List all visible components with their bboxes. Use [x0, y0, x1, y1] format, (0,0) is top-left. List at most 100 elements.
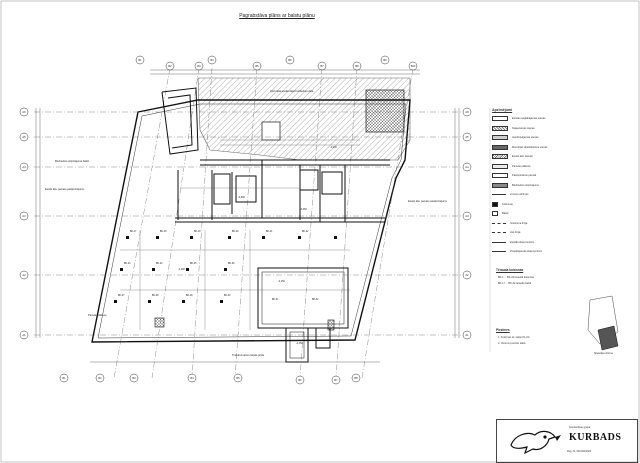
column-grid	[113, 67, 414, 379]
grid-label-bottom: B7	[334, 378, 338, 382]
room-tag: BK-22	[302, 231, 309, 233]
grid-label-right: A5	[465, 135, 469, 139]
grid-label-left: A3	[22, 214, 26, 218]
grid-label-bottom: B2	[98, 376, 102, 380]
legend-item: Ass līnija	[492, 228, 632, 238]
level-mark: -3,800	[238, 196, 245, 199]
room-tag: BK-24	[156, 263, 163, 265]
grid-bubbles-right	[462, 107, 472, 340]
title-block: būvniecības grupa KURBADS Reģ. Nr. 40103…	[496, 419, 638, 463]
level-mark: -3,150	[278, 280, 285, 283]
existing-light-well	[261, 121, 281, 141]
grid-label-bottom: B8	[354, 376, 358, 380]
legend-item: Pamatu plāksne	[492, 162, 632, 172]
grid-label-top: B2	[168, 64, 172, 68]
grid-bubbles-top	[135, 55, 418, 71]
note-left-middle: Esošo ēku pamatu pastiprinājums	[45, 187, 85, 191]
grid-bubbles-bottom	[59, 373, 361, 385]
grid-label-bottom: B1	[62, 376, 66, 380]
legend-item: Līmeņu atzīmes	[492, 190, 632, 200]
dimension-lines	[35, 69, 460, 363]
lower-rooms	[257, 267, 349, 363]
existing-stair-block	[365, 89, 405, 133]
note-right-middle: Esošo ēku pamatu pastiprinājums	[408, 199, 448, 203]
note-top-center: Apzīmētā esošā ēkas būvbedres daļa	[270, 89, 314, 93]
grid-label-bottom: B6	[298, 378, 302, 382]
room-tag: BK-28	[152, 295, 159, 297]
level-mark: -2,900	[330, 146, 337, 149]
columns-note: BK-1 ... BK-16 tērauda kolonnas	[498, 276, 534, 279]
legend-item: Projektējamās ēkas kontūrs	[492, 247, 632, 257]
note-bottom-left: Pamatu plāksne	[88, 313, 107, 317]
grid-label-right: A1	[465, 333, 469, 337]
room-tag: BK-31	[272, 299, 279, 301]
grid-label-left: A4	[22, 165, 26, 169]
legend-item: Jaunbūvējamas sienas	[492, 133, 632, 143]
room-tag: BK-32	[312, 299, 319, 301]
grid-label-top: B1	[138, 58, 142, 62]
level-mark: -4,150	[296, 342, 303, 345]
grid-label-top: B3	[197, 64, 201, 68]
grid-label-top: B4	[210, 58, 214, 62]
legend-item: Esošas saglabājamas sienas	[492, 114, 632, 124]
note-bottom-center: Transformatoru telpas grīda	[232, 353, 264, 357]
company-name: KURBADS	[569, 432, 622, 443]
legend-item: Balsti	[492, 209, 632, 219]
notes-item: 2. Izmērus precizēt dabā	[498, 342, 526, 345]
grid-label-top: B8	[355, 64, 359, 68]
building-outline	[91, 99, 411, 343]
grid-label-right: A6	[465, 110, 469, 114]
row-grid	[34, 111, 468, 336]
grid-label-top: B10	[411, 64, 416, 68]
room-tag: BK-27	[118, 295, 125, 297]
grid-label-bottom: B5	[236, 376, 240, 380]
grid-label-bottom: B4	[190, 376, 194, 380]
grid-label-left: A5	[22, 135, 26, 139]
inset-caption: Situācijas shēma	[594, 352, 613, 355]
legend-item: Nojaucamas sienas	[492, 124, 632, 134]
room-tag: BK-29	[186, 295, 193, 297]
room-tag: BK-18	[160, 231, 167, 233]
columns-note: BK-17 ... BK-32 tērauda balsti	[498, 282, 532, 285]
grid-label-top: B9	[383, 58, 387, 62]
column-markers	[114, 236, 337, 331]
legend-item: Kolonnas	[492, 200, 632, 210]
legend-item: Esošo ēku pamati	[492, 152, 632, 162]
legend-item: Esošās ēkas kontūrs	[492, 238, 632, 248]
grid-label-right: A2	[465, 273, 469, 277]
room-tag: BK-23	[124, 263, 131, 265]
room-tag: BK-20	[232, 231, 239, 233]
room-tag: BK-25	[190, 263, 197, 265]
room-tag: BK-17	[130, 231, 137, 233]
grid-label-bottom: B3	[132, 376, 136, 380]
company-registration: Reģ. Nr. 40103222323	[567, 450, 592, 453]
level-mark: -3,350	[300, 208, 307, 211]
level-mark: -3,200	[178, 268, 185, 271]
grid-label-right: A3	[465, 214, 469, 218]
grid-label-top: B5	[255, 64, 259, 68]
grid-label-left: A1	[22, 333, 26, 337]
kurbads-logo-icon	[510, 430, 561, 455]
notes-item: 1. Kolonnas sk. lapās K1-K4	[498, 336, 530, 339]
legend-item: Monolītas dzelzsbetona sienas	[492, 143, 632, 153]
legend-item: Griezuma līnija	[492, 219, 632, 229]
grid-label-left: A2	[22, 273, 26, 277]
room-tag: BK-30	[224, 295, 231, 297]
drawing-title: Pagrabstāva plāns ar balstu plānu	[239, 13, 315, 19]
columns-heading: Tērauda kolonnas	[496, 268, 524, 272]
grid-label-right: A4	[465, 165, 469, 169]
room-tag: BK-26	[228, 263, 235, 265]
interior-walls	[161, 87, 390, 223]
room-tag: BK-21	[266, 231, 273, 233]
grid-label-left: A6	[22, 110, 26, 114]
grid-bubbles-left	[19, 107, 29, 340]
plan-dimension-strings	[120, 139, 360, 330]
legend-heading: Apzīmējumi	[492, 108, 513, 112]
legend-item: Pastiprināmie pamati	[492, 171, 632, 181]
room-tag: BK-19	[194, 231, 201, 233]
note-left-upper: Būvbedres stiprinājuma balsti	[55, 159, 89, 163]
legend: Apzīmējumi Esošas saglabājamas sienas No…	[492, 108, 632, 257]
